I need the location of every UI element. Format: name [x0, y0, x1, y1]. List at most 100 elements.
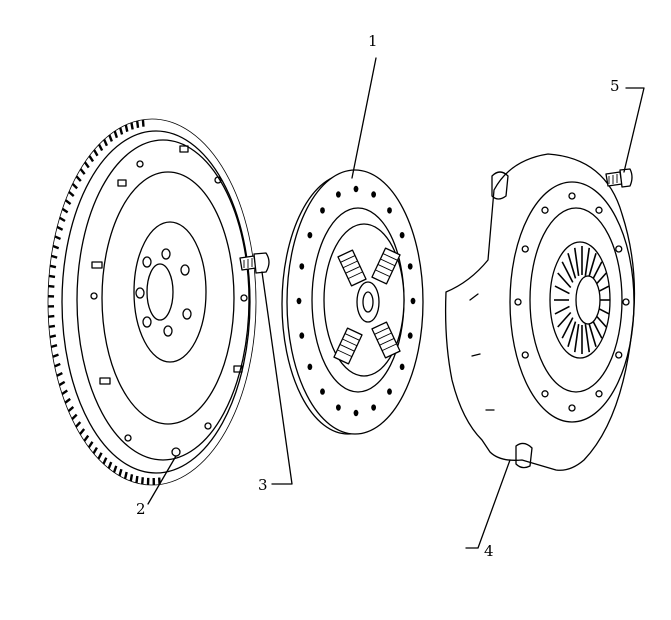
gear-tooth: [129, 474, 134, 482]
callout-5: 5: [610, 77, 620, 95]
gear-tooth: [79, 428, 86, 435]
gear-tooth: [75, 175, 82, 182]
flywheel-friction-face: [101, 171, 235, 425]
flywheel-hub-recess: [133, 221, 207, 363]
cover-hole: [568, 404, 576, 412]
gear-tooth: [51, 254, 58, 259]
gear-tooth: [108, 134, 113, 142]
flywheel-bolt-part: [239, 252, 270, 274]
gear-tooth: [58, 380, 66, 387]
gear-tooth: [56, 225, 64, 231]
cover-hole: [615, 351, 623, 359]
pressure-plate-ring: [509, 181, 635, 423]
gear-tooth: [113, 130, 119, 139]
rivet: [399, 231, 405, 239]
rivet: [387, 207, 392, 214]
spring-finger: [584, 324, 591, 353]
disc-rivets: [296, 185, 416, 417]
gear-tooth: [118, 468, 123, 477]
ring-gear-outline: [47, 118, 257, 486]
gear-tooth: [119, 127, 124, 135]
flywheel-face-edge: [76, 139, 250, 461]
rivet: [335, 404, 341, 411]
cover-hole: [541, 206, 549, 214]
gear-tooth: [87, 441, 94, 449]
clutch-disc-part: [281, 169, 424, 435]
spring-finger: [557, 272, 572, 289]
spring-finger: [587, 253, 597, 279]
gear-tooth: [48, 284, 55, 288]
gear-tooth: [64, 199, 72, 206]
spring-finger: [561, 317, 574, 339]
rivet: [371, 404, 377, 411]
spring-finger: [573, 324, 580, 353]
gear-tooth: [61, 389, 68, 396]
rivet: [299, 332, 305, 339]
cover-lug-top: [491, 171, 509, 200]
flywheel-part: [47, 118, 257, 486]
rivet: [387, 388, 392, 395]
gear-tooth: [83, 161, 90, 169]
diaphragm-fingers: [554, 246, 610, 354]
cover-hole: [622, 298, 630, 306]
cover-hole: [541, 390, 549, 398]
gear-tooth: [75, 421, 82, 428]
gear-tooth: [79, 168, 86, 175]
gear-tooth: [52, 244, 60, 250]
gear-tooth: [135, 120, 140, 128]
cover-hole: [595, 390, 603, 398]
rivet: [410, 297, 416, 305]
callout-2: 2: [136, 500, 146, 518]
leader-lines: [147, 57, 645, 549]
rivet: [320, 388, 325, 395]
spring-finger: [584, 247, 591, 276]
cover-holes: [514, 192, 630, 412]
gear-tooth: [52, 353, 59, 358]
gear-tooth: [49, 264, 57, 269]
damper-springs: [333, 247, 401, 365]
release-center: [575, 275, 601, 325]
callout-1: 1: [368, 32, 378, 50]
crank-bolt-holes: [135, 248, 192, 337]
rivet: [320, 207, 325, 214]
rivet: [407, 263, 413, 270]
rivet: [307, 363, 313, 371]
gear-tooth: [48, 314, 55, 318]
rivet: [296, 297, 302, 305]
rivet: [307, 231, 313, 239]
rivet: [399, 363, 405, 371]
rivet: [407, 332, 413, 339]
cover-hole: [568, 192, 576, 200]
rivet: [299, 263, 305, 270]
gear-tooth: [54, 362, 61, 368]
gear-tooth: [130, 122, 134, 130]
cover-hole: [615, 245, 623, 253]
gear-tooth: [83, 434, 90, 442]
gear-tooth: [93, 149, 99, 157]
gear-tooth: [141, 477, 144, 485]
disc-hub-splines: [362, 291, 374, 313]
gear-tooth: [71, 183, 78, 190]
spring-finger: [554, 305, 570, 315]
gear-tooth: [67, 406, 75, 413]
leader-5: [623, 87, 645, 173]
ring-gear-teeth: [47, 118, 257, 486]
gear-tooth: [48, 274, 56, 279]
cover-hole: [521, 245, 529, 253]
gear-tooth: [112, 465, 118, 473]
rivet: [371, 191, 377, 198]
gear-tooth: [64, 397, 71, 404]
gear-tooth: [88, 155, 95, 163]
gear-tooth: [56, 371, 63, 377]
rivet: [353, 185, 359, 193]
spring-finger: [554, 285, 570, 295]
spring-finger: [587, 321, 597, 347]
gear-tooth: [123, 471, 128, 480]
spring-finger: [567, 253, 577, 279]
gear-tooth: [71, 413, 78, 421]
cover-hole: [521, 351, 529, 359]
pressure-plate-cover: [444, 153, 636, 471]
gear-tooth: [92, 446, 98, 454]
cover-hole: [595, 206, 603, 214]
